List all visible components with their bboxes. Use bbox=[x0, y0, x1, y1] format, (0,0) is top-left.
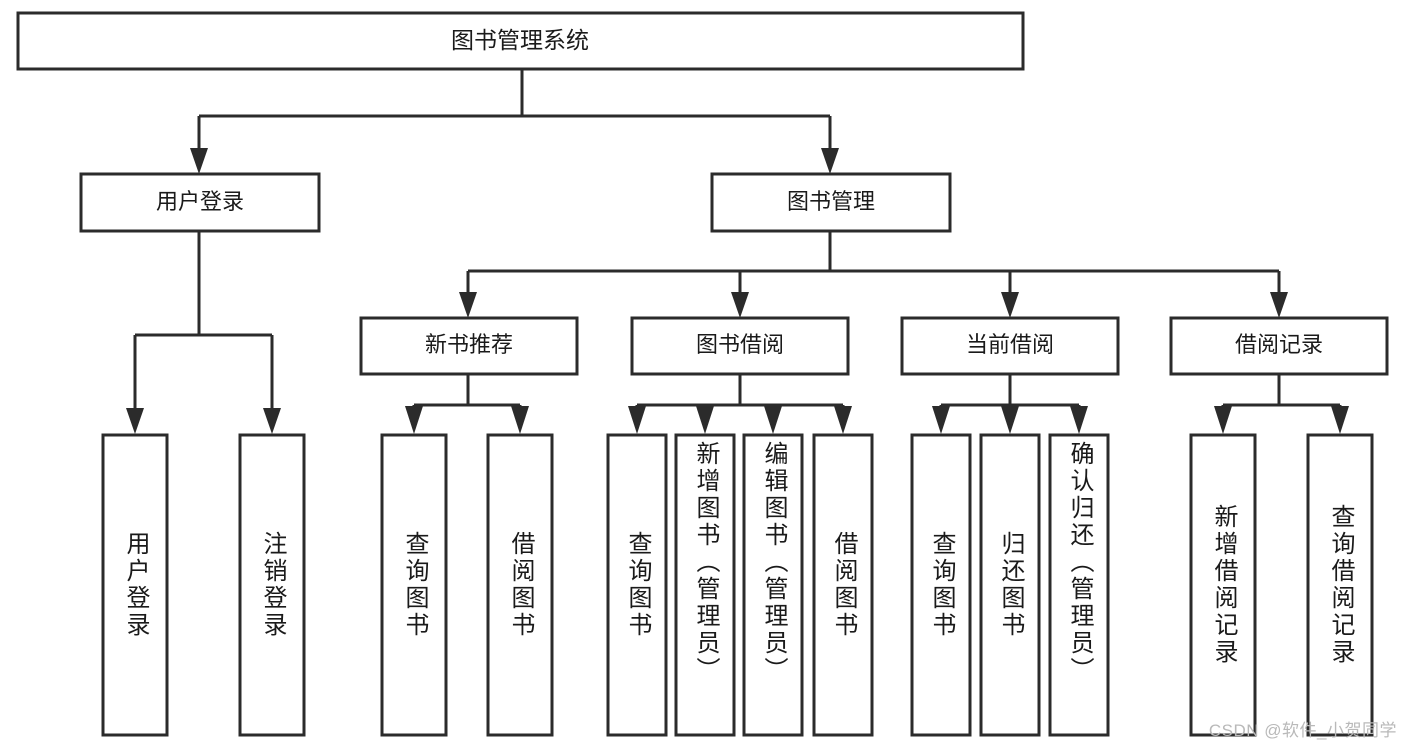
node-borrow-record[interactable]: 借阅记录 bbox=[1169, 316, 1389, 376]
connector-new-book-to-leaves bbox=[405, 374, 529, 434]
leaf-box-nb-query-book[interactable] bbox=[380, 433, 448, 737]
leaf-label-nb-borrow-book: 借阅图书 bbox=[507, 531, 534, 639]
node-book-borrow[interactable]: 图书借阅 bbox=[630, 316, 850, 376]
arrow-br-c1 bbox=[1214, 406, 1232, 434]
leaf-box-bb-query-book[interactable] bbox=[606, 433, 668, 737]
leaf-box-cb-return-book[interactable] bbox=[979, 433, 1041, 737]
connector-root-to-level1 bbox=[190, 68, 839, 174]
arrow-bb-c3 bbox=[764, 406, 782, 434]
arrow-to-book-manage bbox=[821, 148, 839, 174]
node-borrow-record-label: 借阅记录 bbox=[1235, 332, 1323, 357]
connector-user-login-to-leaves bbox=[126, 231, 281, 434]
leaf-label-cb-confirm-return: 确认归还（管理员） bbox=[1066, 441, 1093, 684]
arrow-user-login-c2 bbox=[263, 408, 281, 434]
leaf-label-logout: 注销登录 bbox=[259, 531, 286, 639]
leaf-label-bb-query-book: 查询图书 bbox=[624, 531, 651, 639]
arrow-br-c2 bbox=[1331, 406, 1349, 434]
leaf-label-bb-borrow-book: 借阅图书 bbox=[830, 531, 857, 639]
node-user-login-label: 用户登录 bbox=[156, 189, 244, 214]
leaf-box-bb-borrow-book[interactable] bbox=[812, 433, 874, 737]
arrow-nb-c2 bbox=[511, 406, 529, 434]
node-new-book-recommend-box bbox=[359, 316, 579, 376]
arrow-bm-c2 bbox=[731, 292, 749, 318]
leaf-label-br-add-record: 新增借阅记录 bbox=[1210, 504, 1237, 666]
node-root-label: 图书管理系统 bbox=[451, 27, 589, 53]
arrow-cb-c1 bbox=[932, 406, 950, 434]
node-book-management-label: 图书管理 bbox=[787, 189, 875, 214]
node-current-borrow[interactable]: 当前借阅 bbox=[900, 316, 1120, 376]
arrow-bb-c4 bbox=[834, 406, 852, 434]
node-current-borrow-label: 当前借阅 bbox=[966, 332, 1054, 357]
connector-book-manage-to-level2 bbox=[459, 231, 1288, 318]
leaf-label-br-query-record: 查询借阅记录 bbox=[1327, 504, 1354, 666]
leaf-box-user-login[interactable] bbox=[101, 433, 169, 737]
node-book-borrow-box bbox=[630, 316, 850, 376]
connector-book-borrow-to-leaves bbox=[628, 374, 852, 434]
arrow-nb-c1 bbox=[405, 406, 423, 434]
node-user-login[interactable]: 用户登录 bbox=[79, 172, 321, 233]
arrow-bb-c1 bbox=[628, 406, 646, 434]
connector-current-borrow-to-leaves bbox=[932, 374, 1088, 434]
arrow-cb-c3 bbox=[1070, 406, 1088, 434]
csdn-watermark: CSDN @软件_小贺同学 bbox=[1208, 721, 1397, 740]
arrow-bm-c1 bbox=[459, 292, 477, 318]
leaf-box-bb-add-book[interactable] bbox=[674, 433, 736, 737]
node-new-book-recommend-label: 新书推荐 bbox=[425, 332, 513, 357]
node-root-book-management-system[interactable]: 图书管理系统 bbox=[16, 11, 1025, 71]
leaf-label-user-login: 用户登录 bbox=[122, 531, 149, 639]
leaf-box-br-add-record[interactable] bbox=[1189, 433, 1257, 737]
arrow-bm-c3 bbox=[1001, 292, 1019, 318]
arrow-cb-c2 bbox=[1001, 406, 1019, 434]
arrow-bm-c4 bbox=[1270, 292, 1288, 318]
leaf-box-cb-confirm-return[interactable] bbox=[1048, 433, 1110, 737]
node-book-management-box bbox=[710, 172, 952, 233]
leaf-label-cb-return-book: 归还图书 bbox=[997, 531, 1024, 639]
node-root-box bbox=[16, 11, 1025, 71]
leaf-label-cb-query-book: 查询图书 bbox=[928, 531, 955, 639]
leaf-box-bb-edit-book[interactable] bbox=[742, 433, 804, 737]
leaf-box-cb-query-book[interactable] bbox=[910, 433, 972, 737]
node-book-management[interactable]: 图书管理 bbox=[710, 172, 952, 233]
leaf-label-nb-query-book: 查询图书 bbox=[401, 531, 428, 639]
node-book-borrow-label: 图书借阅 bbox=[696, 332, 784, 357]
node-new-book-recommend[interactable]: 新书推荐 bbox=[359, 316, 579, 376]
arrow-to-user-login bbox=[190, 148, 208, 174]
node-borrow-record-box bbox=[1169, 316, 1389, 376]
node-user-login-box bbox=[79, 172, 321, 233]
leaf-box-nb-borrow-book[interactable] bbox=[486, 433, 554, 737]
connector-borrow-record-to-leaves bbox=[1214, 374, 1349, 434]
leaf-box-logout[interactable] bbox=[238, 433, 306, 737]
arrow-bb-c2 bbox=[696, 406, 714, 434]
leaf-box-br-query-record[interactable] bbox=[1306, 433, 1374, 737]
arrow-user-login-c1 bbox=[126, 408, 144, 434]
leaf-label-bb-edit-book: 编辑图书（管理员） bbox=[760, 441, 787, 684]
node-current-borrow-box bbox=[900, 316, 1120, 376]
leaf-label-bb-add-book: 新增图书（管理员） bbox=[692, 441, 719, 684]
